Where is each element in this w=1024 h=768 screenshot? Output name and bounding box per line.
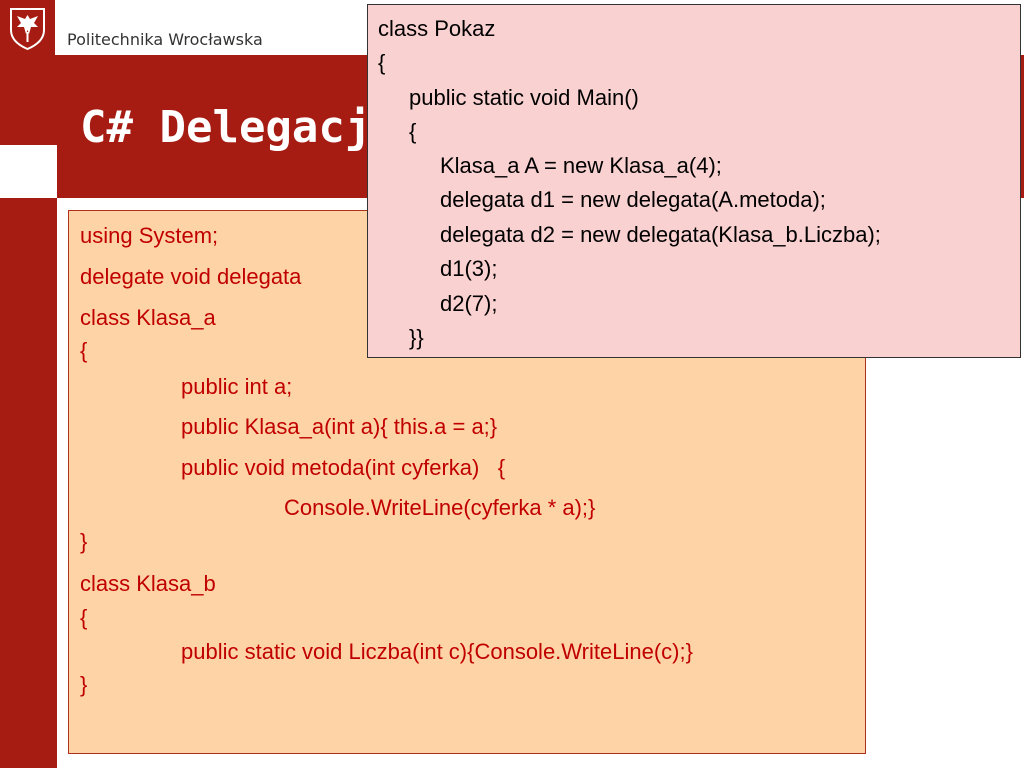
code-line: } (80, 529, 88, 554)
code-line: { (378, 50, 386, 75)
code-line: } (80, 672, 88, 697)
code-line: class Klasa_b (80, 571, 216, 596)
code-line: public void metoda(int cyferka) { (181, 455, 506, 480)
code-line: Console.WriteLine(cyferka * a);} (284, 495, 596, 520)
institution-name: Politechnika Wrocławska (67, 30, 263, 49)
code-line: public static void Main() (409, 85, 639, 110)
code-line: public int a; (181, 374, 293, 399)
eagle-crest-icon (0, 0, 55, 55)
left-band-gap (0, 145, 57, 198)
code-line: class Klasa_a (80, 305, 216, 330)
code-line: d1(3); (440, 256, 498, 281)
slide-title: C# Delegacje (80, 102, 398, 153)
code-line: public Klasa_a(int a){ this.a = a;} (181, 414, 498, 439)
code-line: { (409, 119, 417, 144)
code-line: }} (409, 325, 424, 350)
code-line: delegata d1 = new delegata(A.metoda); (440, 187, 826, 212)
code-line: { (80, 338, 88, 363)
code-line: delegate void delegata (80, 264, 302, 289)
code-box-main-method: class Pokaz { public static void Main() … (367, 4, 1021, 358)
code-line: using System; (80, 223, 219, 248)
code-line: Klasa_a A = new Klasa_a(4); (440, 153, 722, 178)
code-line: d2(7); (440, 291, 498, 316)
code-line: class Pokaz (378, 16, 496, 41)
code-line: { (80, 605, 88, 630)
code-line: public static void Liczba(int c){Console… (181, 639, 693, 664)
code-line: delegata d2 = new delegata(Klasa_b.Liczb… (440, 222, 881, 247)
